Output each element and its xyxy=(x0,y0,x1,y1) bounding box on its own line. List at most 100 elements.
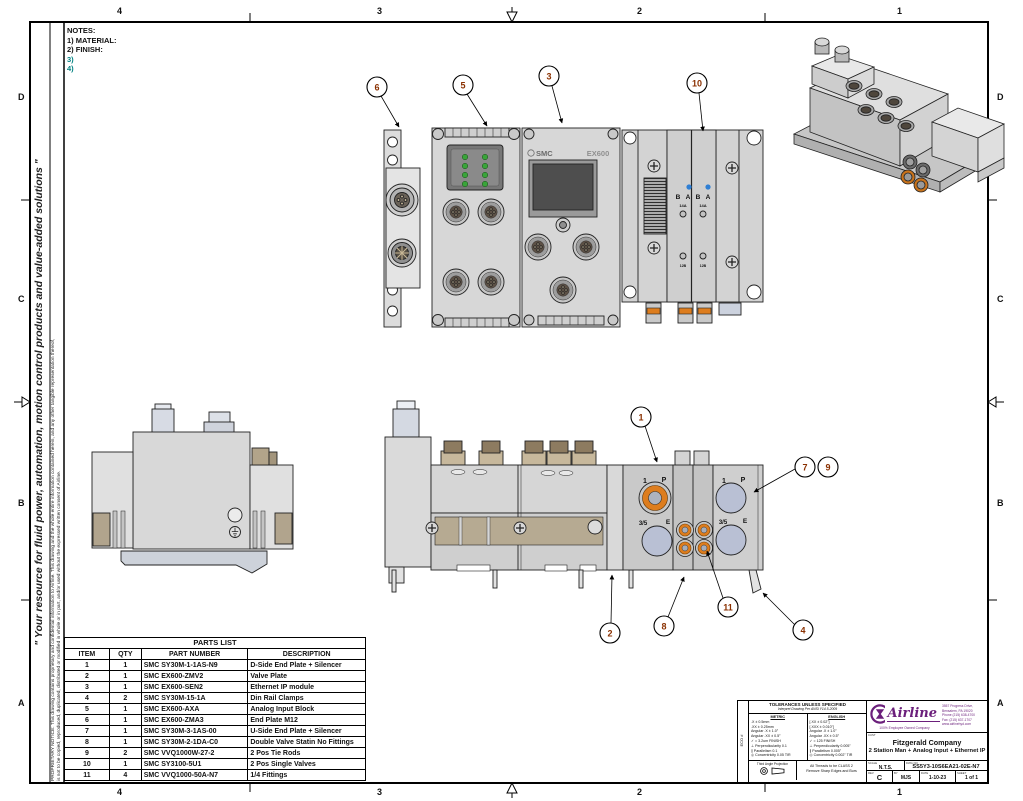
tol-line: .XX ± 0.25mm xyxy=(751,724,774,729)
balloon-7: 7 xyxy=(794,456,816,478)
iso-top-connectors xyxy=(814,37,850,63)
customer-cell: CUST Fitzgerald Company 2 Station Man + … xyxy=(867,733,987,761)
dwg-no-value: SS5Y3-10S6EA21-02E-N7 xyxy=(912,763,980,770)
cell-part-number: SMC VVQ1000-50A-N7 xyxy=(140,769,249,781)
tol-line: [.XX ± 0.02"] xyxy=(809,719,830,724)
parts-header-row: ITEM QTY PART NUMBER DESCRIPTION xyxy=(64,648,366,660)
cell-item: 11 xyxy=(64,769,110,781)
port-label-a: A xyxy=(686,194,691,201)
port-label-e: E xyxy=(743,518,748,525)
cell-item: 9 xyxy=(64,747,110,759)
cell-item: 7 xyxy=(64,725,110,737)
tolerances-header: TOLERANCES UNLESS SPECIFIED Interpret Dr… xyxy=(749,701,866,714)
cell-qty: 4 xyxy=(108,769,142,781)
port-label-e: E xyxy=(666,519,671,526)
cell-qty: 1 xyxy=(108,670,142,682)
svg-text:3: 3 xyxy=(546,72,551,82)
customer-name: Fitzgerald Company xyxy=(892,738,962,747)
cell-part-number: SMC SY30M-2-1DA-C0 xyxy=(140,736,249,748)
date-value: 1-10-23 xyxy=(928,774,947,781)
valve-indicator-blue xyxy=(705,184,711,190)
notes-block: NOTES: 1) MATERIAL: 2) FINISH: 3) 4) xyxy=(67,26,116,74)
cell-part-number: SMC VVQ1000W-27-2 xyxy=(140,747,249,759)
push-in-fittings-front xyxy=(645,302,742,324)
threads-note: All Threads to be CLASS 2 Remove Sharp E… xyxy=(797,761,866,780)
tol-line: ∥ Parallelism 0.1 xyxy=(751,748,778,753)
analog-input-block-front xyxy=(431,127,521,328)
airline-logo-text: Airline xyxy=(886,706,940,722)
tol-line: ✓ = 3.2um FINISH xyxy=(751,738,781,743)
rev-cell: REV C xyxy=(867,771,893,782)
iso-fittings xyxy=(900,154,931,193)
company-address: 3557 Progress Drive, Bensalem, PA 19020 … xyxy=(940,701,987,732)
quarter-inch-fitting xyxy=(638,481,672,515)
cell-description: D-Side End Plate + Silencer xyxy=(247,659,366,671)
balloon-11: 11 xyxy=(717,596,739,618)
svg-text:9: 9 xyxy=(825,463,830,473)
tol-line: ⊥ Perpendicularity 0.1 xyxy=(751,743,787,748)
u-side-end-plate: 1 P 3/5 E xyxy=(712,464,764,571)
cell-part-number: SMC EX600-ZMV2 xyxy=(140,670,249,682)
port-label-1: 1 xyxy=(643,478,647,485)
port-label-b: B xyxy=(676,194,681,201)
d-side-end-plate: 1 P 3/5 E xyxy=(622,464,674,571)
port-label-a: A xyxy=(706,194,711,201)
svg-text:1: 1 xyxy=(638,413,643,423)
led-panel xyxy=(446,144,504,191)
cell-description: 2 Pos Single Valves xyxy=(247,758,366,770)
svg-text:4: 4 xyxy=(800,626,805,636)
by-value: MJS xyxy=(900,774,912,781)
zone-number-bottom-3: 3 xyxy=(377,787,383,797)
isometric-view xyxy=(792,37,1005,193)
scale-value: N.T.S. xyxy=(878,764,893,771)
cell-part-number: SMC SY30M-3-1AS-00 xyxy=(140,725,249,737)
smc-logo-icon xyxy=(527,149,535,157)
cell-part-number: SMC EX600-AXA xyxy=(140,703,249,715)
cell-description: U-Side End Plate + Silencer xyxy=(247,725,366,737)
end-side-view xyxy=(91,403,294,574)
ground-symbol xyxy=(229,526,241,538)
din-rail-feet xyxy=(391,569,762,594)
port-label-35: 3/5 xyxy=(719,520,728,526)
zone-number-top-4: 4 xyxy=(117,6,123,16)
tol-line: ⊥ Perpendicularity 0.005" xyxy=(809,743,851,748)
balloon-9: 9 xyxy=(817,456,839,478)
notes-title: NOTES: xyxy=(67,26,96,35)
address-line: Fax: (215) 637-1707 xyxy=(942,717,972,722)
note-finish: 2) FINISH: xyxy=(67,45,103,54)
projection-label: Third Angle Projection xyxy=(756,762,789,766)
valve-indicator-blue xyxy=(686,184,692,190)
cell-qty: 1 xyxy=(108,681,142,693)
balloon-8: 8 xyxy=(653,615,675,637)
english-tolerances: ENGLISH [.XX ± 0.02"] [.XXX ± 0.010"] An… xyxy=(808,714,867,760)
address-line: 3557 Progress Drive, xyxy=(942,704,973,708)
cell-item: 1 xyxy=(64,659,110,671)
cell-description: Ethernet IP module xyxy=(247,681,366,693)
note-4: 4) xyxy=(67,64,74,73)
balloon-leaders xyxy=(380,85,796,626)
eco-strip: ECO # xyxy=(738,701,749,782)
zone-number-top-3: 3 xyxy=(377,6,383,16)
lower-port-label: 12B xyxy=(680,264,687,268)
date-cell: DATE 1-10-23 xyxy=(920,771,956,782)
cell-item: 10 xyxy=(64,758,110,770)
zone-letter-right-a: A xyxy=(997,698,1004,708)
svg-text:2: 2 xyxy=(607,629,612,639)
balloon-5: 5 xyxy=(452,74,474,96)
lower-port-label: 12B xyxy=(700,264,707,268)
cell-description: Analog Input Block xyxy=(247,703,366,715)
zone-letter-left-c: C xyxy=(18,294,25,304)
cell-qty: 1 xyxy=(108,703,142,715)
balloon-callouts: 6 5 3 10 1 2 8 11 7 9 xyxy=(366,65,839,644)
display-screen xyxy=(528,159,598,218)
balloon-6: 6 xyxy=(366,76,388,98)
scale-label: SCALE xyxy=(868,761,878,765)
svg-text:10: 10 xyxy=(692,79,702,89)
cell-qty: 2 xyxy=(108,692,142,704)
double-valve-station xyxy=(672,450,714,571)
